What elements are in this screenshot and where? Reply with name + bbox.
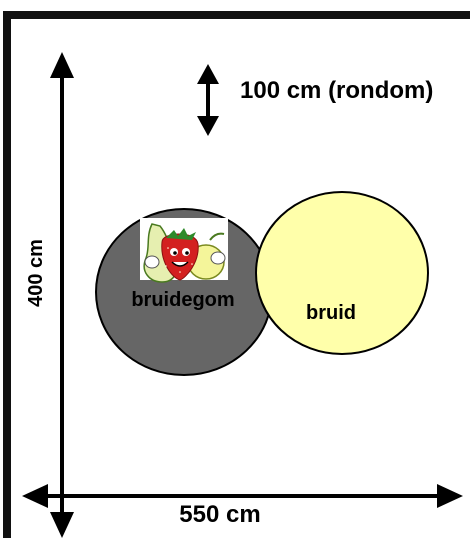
strawberry-pear-mascot-icon <box>140 218 228 283</box>
bride-label: bruid <box>306 302 356 324</box>
bride-table <box>255 191 429 355</box>
height-label: 400 cm <box>25 239 47 307</box>
margin-dimension-arrow <box>197 64 219 136</box>
room-border <box>3 11 470 538</box>
width-label: 550 cm <box>179 501 260 528</box>
width-dimension-arrow <box>22 484 463 508</box>
groom-label: bruidegom <box>131 289 234 311</box>
height-dimension-arrow <box>50 52 74 538</box>
margin-label: 100 cm (rondom) <box>240 77 433 104</box>
